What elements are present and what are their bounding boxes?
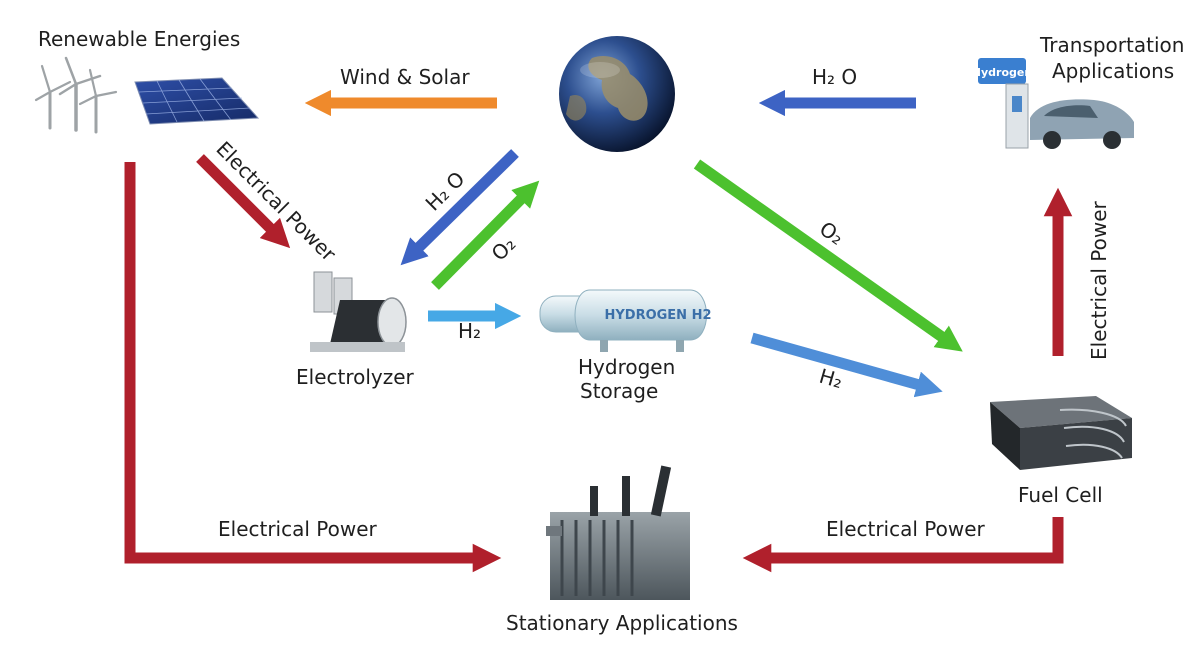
arrow-electrical-power-bottom-right: [742, 517, 1064, 573]
arrow-electrical-power-diagonal: [196, 154, 291, 249]
electrical-power-bottom-right-label: Electrical Power: [826, 517, 986, 541]
hydrogen-storage-label-line2: Storage: [580, 379, 658, 403]
solar-panel-icon: [134, 77, 260, 125]
stationary-applications-label: Stationary Applications: [506, 611, 738, 635]
wind-turbine-icon: [34, 56, 118, 134]
wind-solar-label: Wind & Solar: [340, 65, 470, 89]
electrolyzer-icon: [310, 271, 407, 352]
transformer-icon: [546, 465, 690, 600]
electrical-power-bottom-left-label: Electrical Power: [218, 517, 378, 541]
o2-diagonal-label: O₂: [487, 232, 521, 266]
pump-brand-text: Hydrogen: [972, 66, 1032, 79]
h2-short-label: H₂: [458, 319, 481, 343]
arrows: [124, 89, 1073, 573]
transportation-label-line1: Transportation: [1039, 33, 1184, 57]
transportation-label-line2: Applications: [1052, 59, 1174, 83]
electrical-power-vertical-label: Electrical Power: [1087, 200, 1111, 360]
h2o-top-label: H₂ O: [812, 65, 857, 89]
h2-right-label: H₂: [817, 364, 846, 393]
storage-tank-label-text: HYDROGEN H2: [604, 308, 711, 323]
arrow-o2-diagonal: [431, 180, 540, 290]
arrow-h2-right: [750, 332, 943, 398]
fuel-cell-icon: [990, 396, 1132, 470]
electrical-power-diagonal-label: Electrical Power: [211, 137, 341, 267]
hydrogen-pump-car-icon: Hydrogen: [972, 58, 1134, 149]
hydrogen-storage-tank-icon: HYDROGEN H2: [539, 289, 712, 352]
arrow-h2o-diagonal: [400, 149, 519, 266]
earth-icon: [559, 36, 675, 152]
hydrogen-storage-label-line1: Hydrogen: [578, 355, 675, 379]
fuel-cell-label: Fuel Cell: [1018, 483, 1103, 507]
arrow-electrical-power-bottom-left: [124, 162, 502, 573]
electrolyzer-label: Electrolyzer: [296, 365, 415, 389]
arrow-o2-right: [693, 159, 963, 352]
renewable-energies-label: Renewable Energies: [38, 27, 240, 51]
